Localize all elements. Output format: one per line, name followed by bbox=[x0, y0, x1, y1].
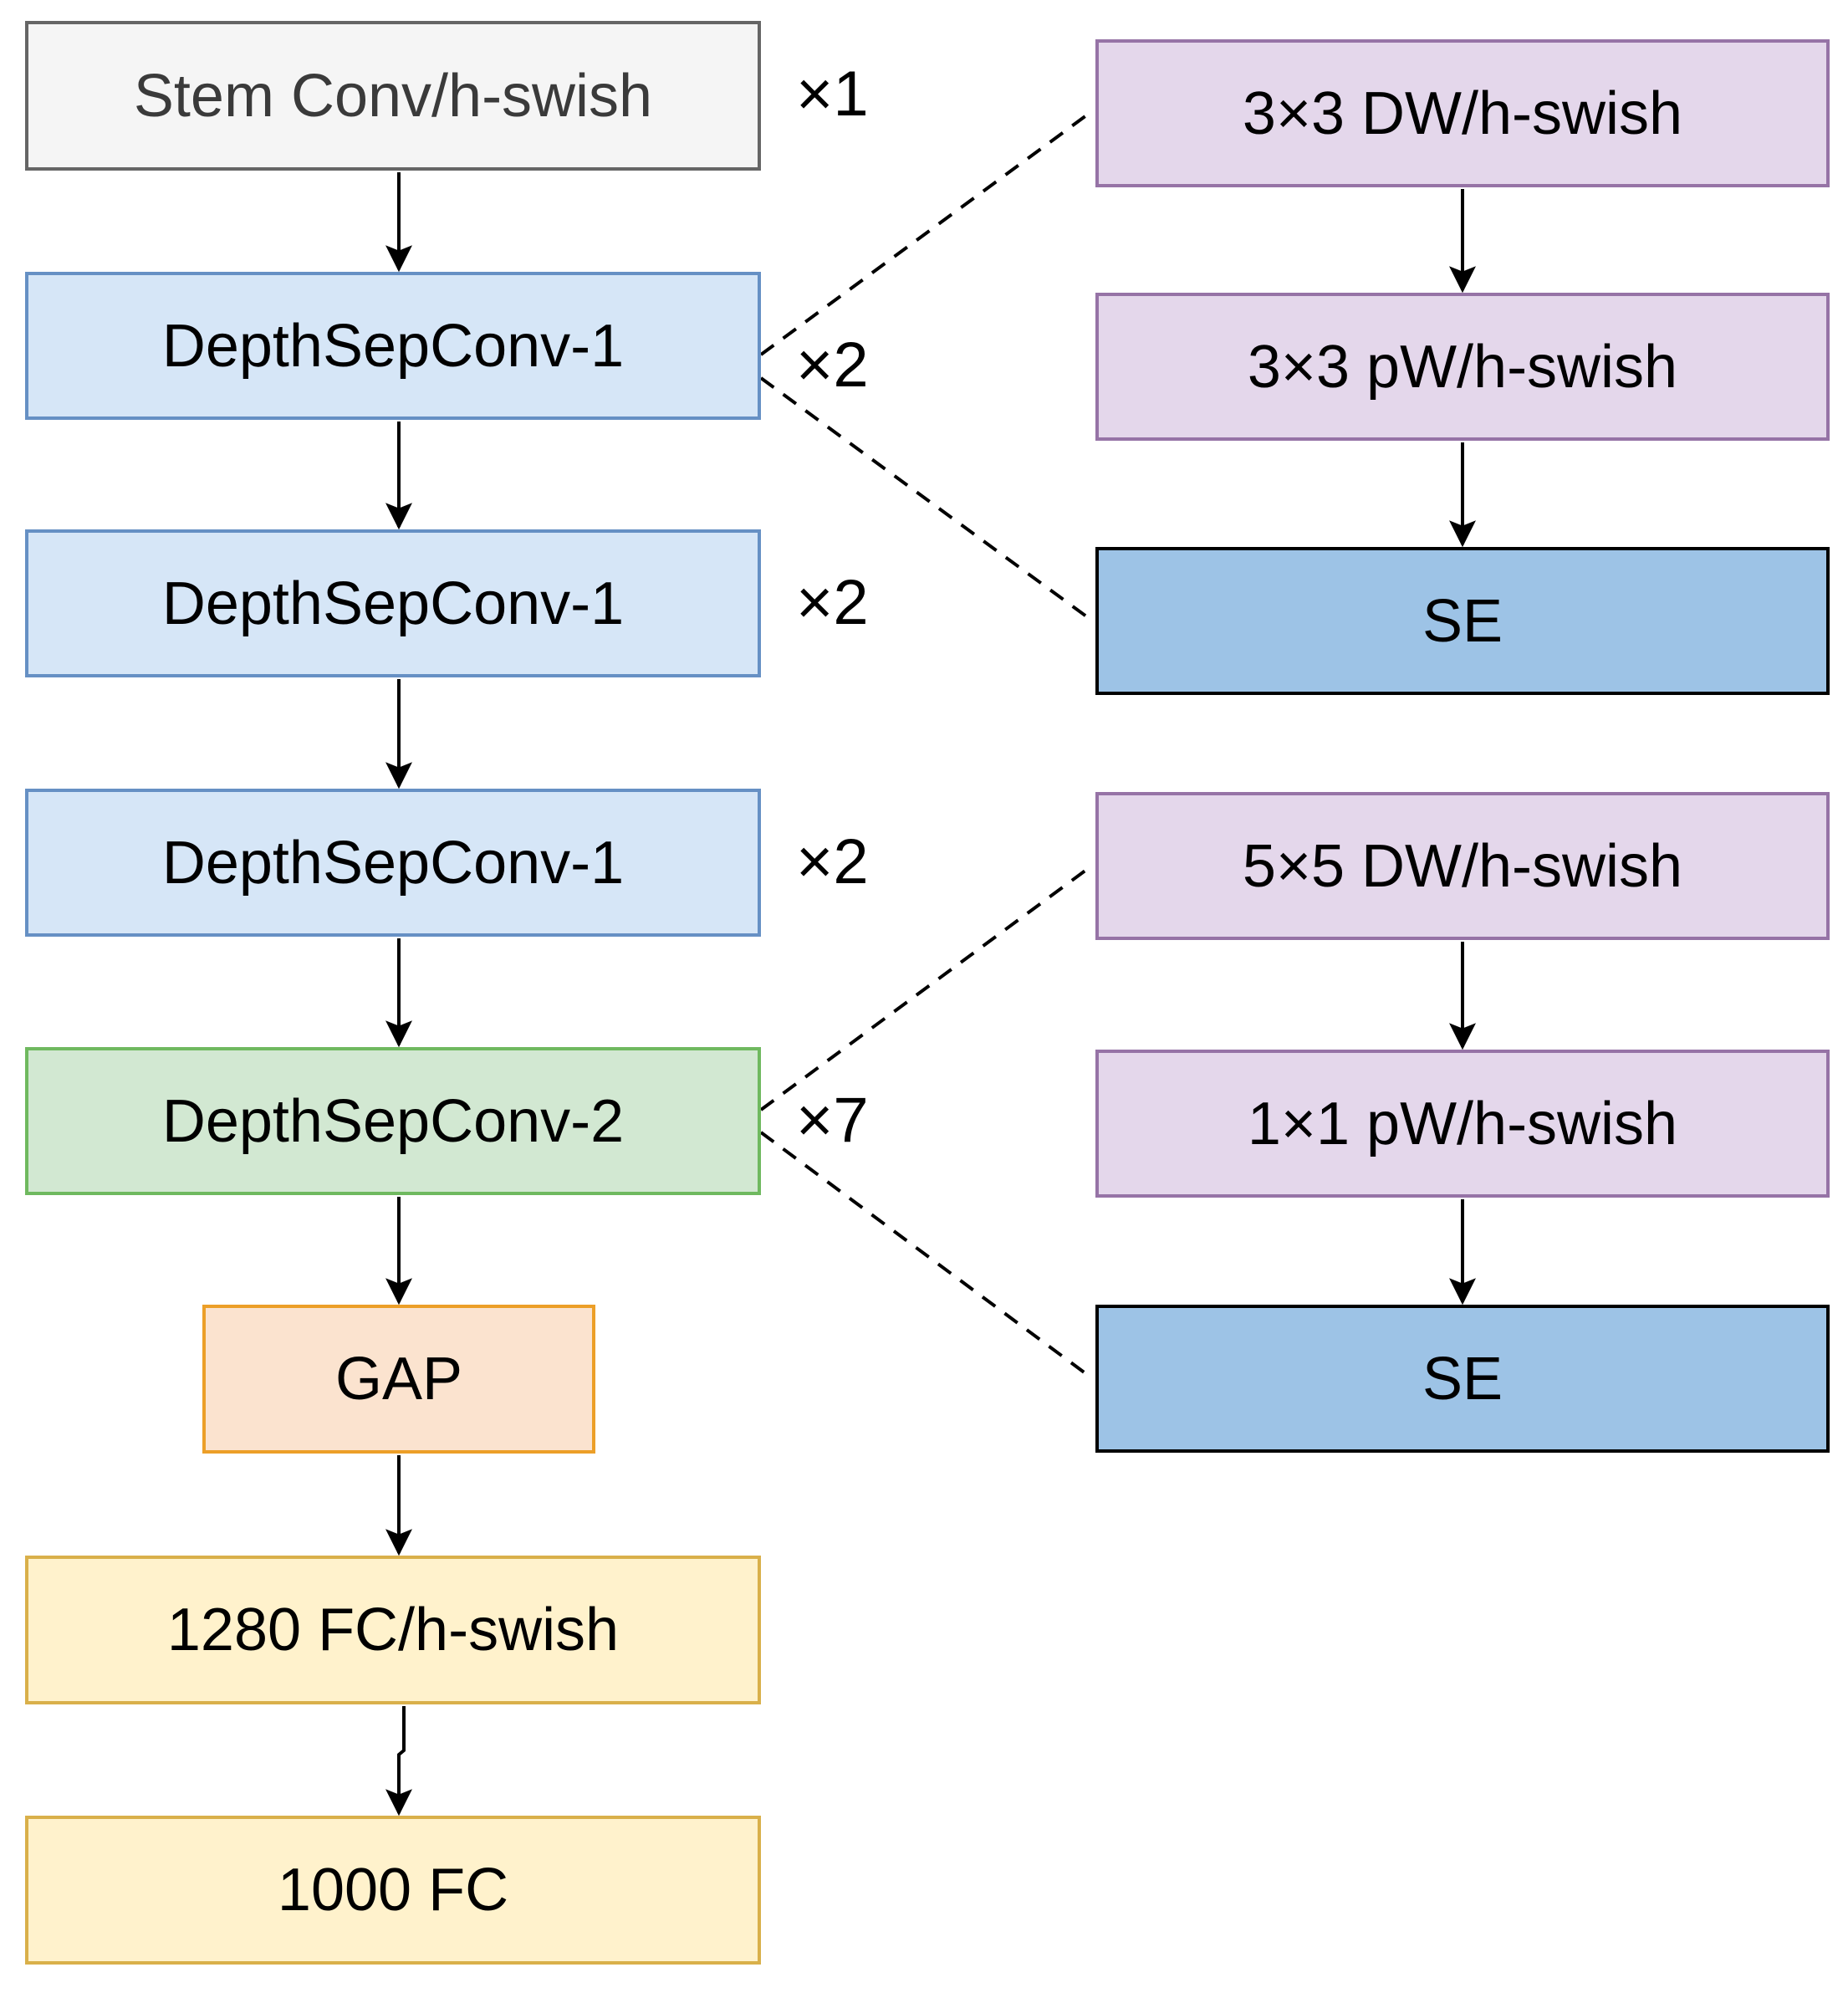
node-gap: GAP bbox=[202, 1305, 595, 1454]
node-depthsepconv1-3: DepthSepConv-1 bbox=[25, 789, 761, 937]
node-depthsepconv1-2: DepthSepConv-1 bbox=[25, 529, 761, 677]
repeat-label-dsc1b: ×2 bbox=[796, 567, 869, 638]
node-depthsepconv2: DepthSepConv-2 bbox=[25, 1047, 761, 1195]
dashed-dsc2-to-b2-se bbox=[759, 1131, 1094, 1380]
dashed-dsc2-to-b2-dw bbox=[759, 864, 1094, 1111]
node-block2-depthwise: 5×5 DW/h-swish bbox=[1095, 792, 1830, 940]
repeat-label-dsc1c: ×2 bbox=[796, 826, 869, 897]
node-block2-pointwise: 1×1 pW/h-swish bbox=[1095, 1050, 1830, 1198]
node-stem-conv: Stem Conv/h-swish bbox=[25, 21, 761, 171]
dashed-dsc1a-to-b1-se bbox=[759, 376, 1094, 622]
dashed-dsc1a-to-b1-dw bbox=[759, 110, 1094, 356]
node-block2-se: SE bbox=[1095, 1305, 1830, 1453]
node-block1-se: SE bbox=[1095, 547, 1830, 695]
expansion-dashed-links bbox=[759, 110, 1094, 1380]
arrow-fc1280-to-fc1000 bbox=[385, 1706, 412, 1816]
repeat-label-dsc1a: ×2 bbox=[796, 330, 869, 401]
repeat-label-dsc2: ×7 bbox=[796, 1085, 869, 1156]
node-fc-1000: 1000 FC bbox=[25, 1816, 761, 1965]
node-block1-pointwise: 3×3 pW/h-swish bbox=[1095, 293, 1830, 441]
repeat-label-stem: ×1 bbox=[796, 59, 869, 130]
node-block1-depthwise: 3×3 DW/h-swish bbox=[1095, 39, 1830, 187]
flow-arrows bbox=[385, 172, 1476, 1816]
node-fc-1280: 1280 FC/h-swish bbox=[25, 1556, 761, 1704]
node-depthsepconv1-1: DepthSepConv-1 bbox=[25, 272, 761, 420]
